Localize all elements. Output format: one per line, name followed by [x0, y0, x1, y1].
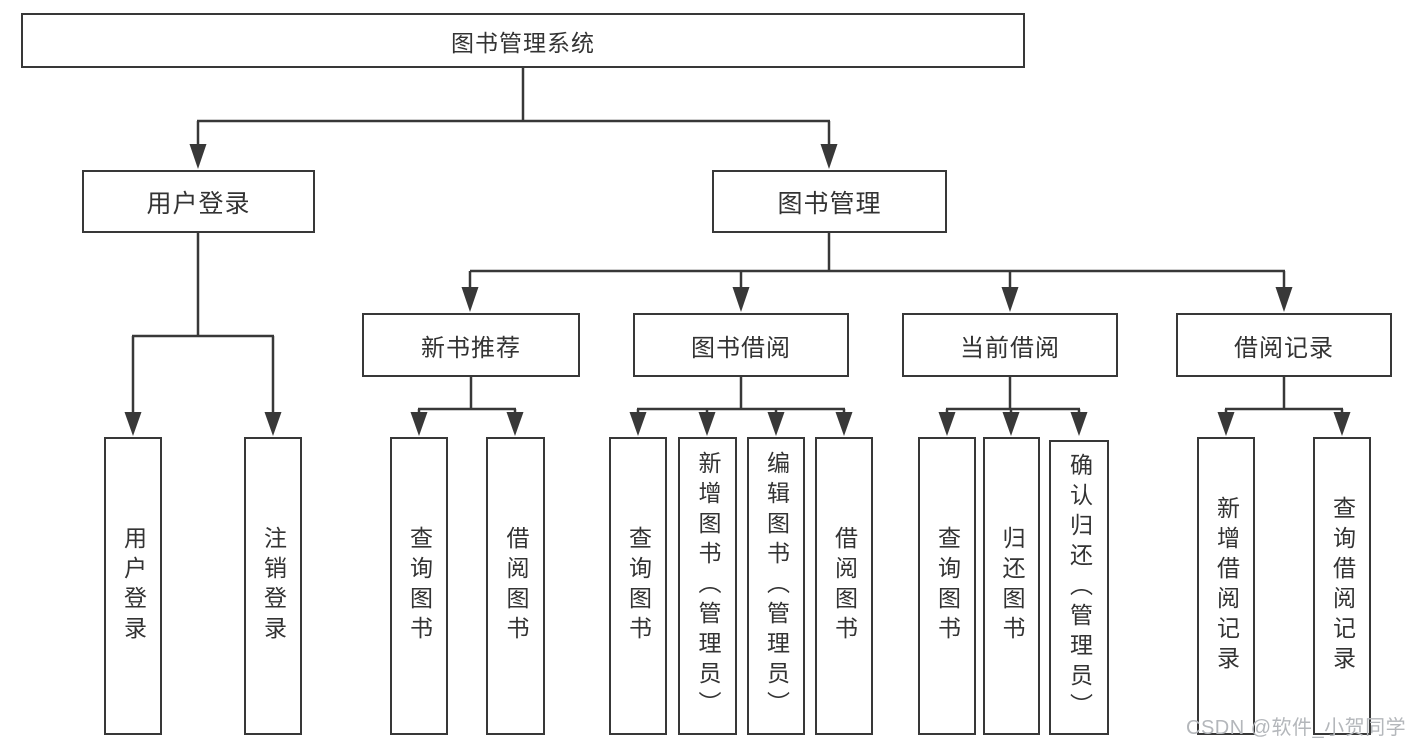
- leaf-borrow-edit-books: 编辑图书（管理员）: [747, 437, 805, 735]
- node-new-book-recommend: 新书推荐: [362, 313, 580, 377]
- leaf-borrow-borrow-books-label: 借阅图书: [831, 526, 858, 646]
- leaf-borrow-add-books: 新增图书（管理员）: [678, 437, 737, 735]
- leaf-records-query-record-label: 查询借阅记录: [1329, 496, 1356, 676]
- node-current-borrow: 当前借阅: [902, 313, 1118, 377]
- watermark: CSDN @软件_小贺同学: [1186, 717, 1405, 739]
- node-new-book-recommend-label: 新书推荐: [421, 334, 521, 362]
- node-user-login-label: 用户登录: [146, 189, 251, 218]
- leaf-user-login: 用户登录: [104, 437, 162, 735]
- leaf-logout-label: 注销登录: [260, 526, 287, 646]
- leaf-current-return-books: 归还图书: [983, 437, 1040, 735]
- leaf-recommend-borrow-books: 借阅图书: [486, 437, 545, 735]
- node-book-borrow: 图书借阅: [633, 313, 849, 377]
- node-root-label: 图书管理系统: [451, 29, 595, 56]
- leaf-borrow-edit-books-label: 编辑图书（管理员）: [763, 451, 790, 721]
- leaf-recommend-borrow-books-label: 借阅图书: [503, 526, 529, 646]
- leaf-borrow-add-books-label: 新增图书（管理员）: [695, 451, 721, 721]
- leaf-recommend-query-books: 查询图书: [390, 437, 448, 735]
- leaf-user-login-label: 用户登录: [120, 526, 147, 646]
- leaf-current-confirm-return: 确认归还（管理员）: [1049, 440, 1109, 735]
- leaf-records-query-record: 查询借阅记录: [1313, 437, 1371, 735]
- leaf-current-confirm-return-label: 确认归还（管理员）: [1066, 452, 1093, 723]
- leaf-borrow-query-books: 查询图书: [609, 437, 667, 735]
- node-current-borrow-label: 当前借阅: [960, 334, 1060, 362]
- leaf-current-query-books-label: 查询图书: [934, 526, 961, 646]
- leaf-borrow-borrow-books: 借阅图书: [815, 437, 873, 735]
- leaf-borrow-query-books-label: 查询图书: [625, 526, 652, 646]
- node-user-login: 用户登录: [82, 170, 315, 233]
- node-book-borrow-label: 图书借阅: [691, 334, 791, 362]
- leaf-current-query-books: 查询图书: [918, 437, 976, 735]
- leaf-recommend-query-books-label: 查询图书: [406, 526, 433, 646]
- node-borrow-records: 借阅记录: [1176, 313, 1392, 377]
- leaf-logout: 注销登录: [244, 437, 302, 735]
- node-book-management: 图书管理: [712, 170, 947, 233]
- leaf-records-add-record-label: 新增借阅记录: [1213, 496, 1240, 676]
- node-borrow-records-label: 借阅记录: [1234, 334, 1334, 362]
- node-book-management-label: 图书管理: [777, 189, 882, 218]
- leaf-records-add-record: 新增借阅记录: [1197, 437, 1255, 735]
- leaf-current-return-books-label: 归还图书: [999, 526, 1025, 646]
- node-root: 图书管理系统: [21, 13, 1025, 68]
